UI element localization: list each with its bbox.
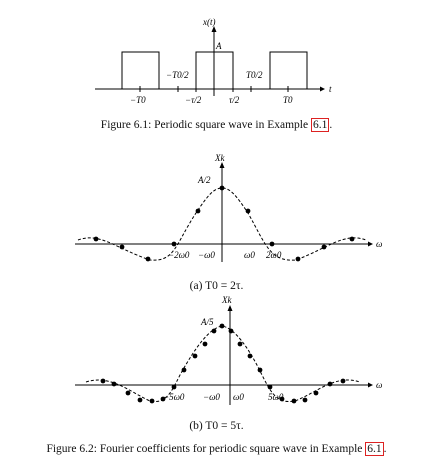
xk-axis-arrow-a <box>219 162 225 168</box>
caption-period-62: . <box>383 443 387 455</box>
tick-w0-b: ω0 <box>233 392 244 402</box>
tick-neg-5w0-b: −5ω0 <box>163 392 185 402</box>
plot-b-coefficient-dot <box>302 397 308 403</box>
tick-2w0-a: 2ω0 <box>266 250 282 260</box>
plot-b-coefficient-dot <box>100 378 106 384</box>
plot-a-coefficient-dot <box>93 236 99 242</box>
plot-b-coefficient-dot <box>211 328 217 334</box>
tick-tau-half: τ/2 <box>229 95 240 105</box>
plot-b-coefficient-dot <box>125 390 131 396</box>
plot-b-coefficient-dot <box>228 328 234 334</box>
pulse-center <box>195 51 234 90</box>
tick-w0-a: ω0 <box>244 250 255 260</box>
plot-b-coefficient-dot <box>160 396 166 402</box>
plot-b-coefficient-dot <box>279 396 285 402</box>
plot-b-coefficient-dot <box>149 398 155 404</box>
example-ref-link[interactable]: 6.1 <box>310 118 330 132</box>
omega-axis-arrow-b <box>368 382 373 388</box>
peak-label-b: A/5 <box>200 317 214 327</box>
plot-a-coefficient-dot <box>269 241 275 247</box>
plot-a-coefficient-dot <box>245 208 251 214</box>
ylabel-xk-b: Xk <box>221 295 232 305</box>
caption-text: Figure 6.1: Periodic square wave in Exam… <box>100 119 311 131</box>
subcaption-b: (b) T0 = 5τ. <box>189 420 244 432</box>
t-axis-arrow <box>320 86 325 92</box>
figure-6-1-caption: Figure 6.1: Periodic square wave in Exam… <box>0 118 433 132</box>
plot-b-coefficient-dot <box>192 353 198 359</box>
plot-a-coefficient-dot <box>171 241 177 247</box>
tick-neg-T0-half: −T0/2 <box>166 70 189 80</box>
plot-b-coefficient-dot <box>247 353 253 359</box>
plot-b-coefficient-dot <box>171 384 177 390</box>
plot-b-coefficient-dot <box>219 323 225 329</box>
tick-neg-T0: −T0 <box>130 95 146 105</box>
plot-a-coefficient-dot <box>321 244 327 250</box>
omega-axis-arrow-a <box>368 241 373 247</box>
plot-a-coefficient-dot <box>219 185 225 191</box>
tick-T0: T0 <box>283 95 293 105</box>
plot-b-coefficient-dot <box>313 390 319 396</box>
plot-b-coefficient-dot <box>327 381 333 387</box>
tick-5w0-b: 5ω0 <box>268 392 284 402</box>
plot-a-coefficient-dot <box>119 244 125 250</box>
tick-neg-tau-half: −τ/2 <box>185 95 202 105</box>
tick-T0-half: T0/2 <box>246 70 263 80</box>
plot-b-coefficient-dot <box>291 398 297 404</box>
plot-b-coefficient-dot <box>137 397 143 403</box>
figure-6-2-caption: Figure 6.2: Fourier coefficients for per… <box>0 442 433 456</box>
caption-period: . <box>329 119 333 131</box>
plot-b-coefficient-dot <box>267 384 273 390</box>
amplitude-label: A <box>215 41 222 51</box>
sinc-envelope-b <box>85 325 361 403</box>
plot-a-coefficient-dot <box>295 256 301 262</box>
caption-text-62: Figure 6.2: Fourier coefficients for per… <box>46 443 366 455</box>
plot-a-coefficient-dot <box>195 208 201 214</box>
ylabel-x-of-t: x(t) <box>202 17 216 27</box>
plot-b-coefficient-dot <box>111 381 117 387</box>
plot-b-coefficient-dot <box>257 367 263 373</box>
x-axis-arrow <box>211 26 217 32</box>
example-ref-link-62[interactable]: 6.1 <box>365 442 384 456</box>
fourier-coeff-plot-a: Xk A/2 ω −2ω0 −ω0 ω0 2ω0 <box>75 153 382 262</box>
t-axis-label: t <box>329 84 332 94</box>
xk-axis-arrow-b <box>227 305 233 311</box>
plot-b-coefficient-dot <box>340 378 346 384</box>
tick-neg-2w0-a: −2ω0 <box>168 250 190 260</box>
omega-label-a: ω <box>376 239 382 249</box>
tick-neg-w0-a: −ω0 <box>198 250 215 260</box>
plot-b-coefficient-dot <box>202 341 208 347</box>
plot-a-coefficient-dot <box>349 236 355 242</box>
square-wave-plot: x(t) A t −T0 −τ/2 τ/2 T0 −T0/2 T0/2 <box>95 17 332 105</box>
plot-a-coefficient-dot <box>145 256 151 262</box>
ylabel-xk-a: Xk <box>214 153 225 163</box>
plot-b-coefficient-dot <box>181 367 187 373</box>
subcaption-a: (a) T0 = 2τ. <box>189 280 244 292</box>
plot-b-coefficient-dot <box>237 341 243 347</box>
tick-neg-w0-b: −ω0 <box>203 392 220 402</box>
omega-label-b: ω <box>376 380 382 390</box>
fourier-coeff-plot-b: Xk A/5 ω −5ω0 −ω0 ω0 5ω0 <box>75 295 382 405</box>
peak-label-a: A/2 <box>197 175 211 185</box>
